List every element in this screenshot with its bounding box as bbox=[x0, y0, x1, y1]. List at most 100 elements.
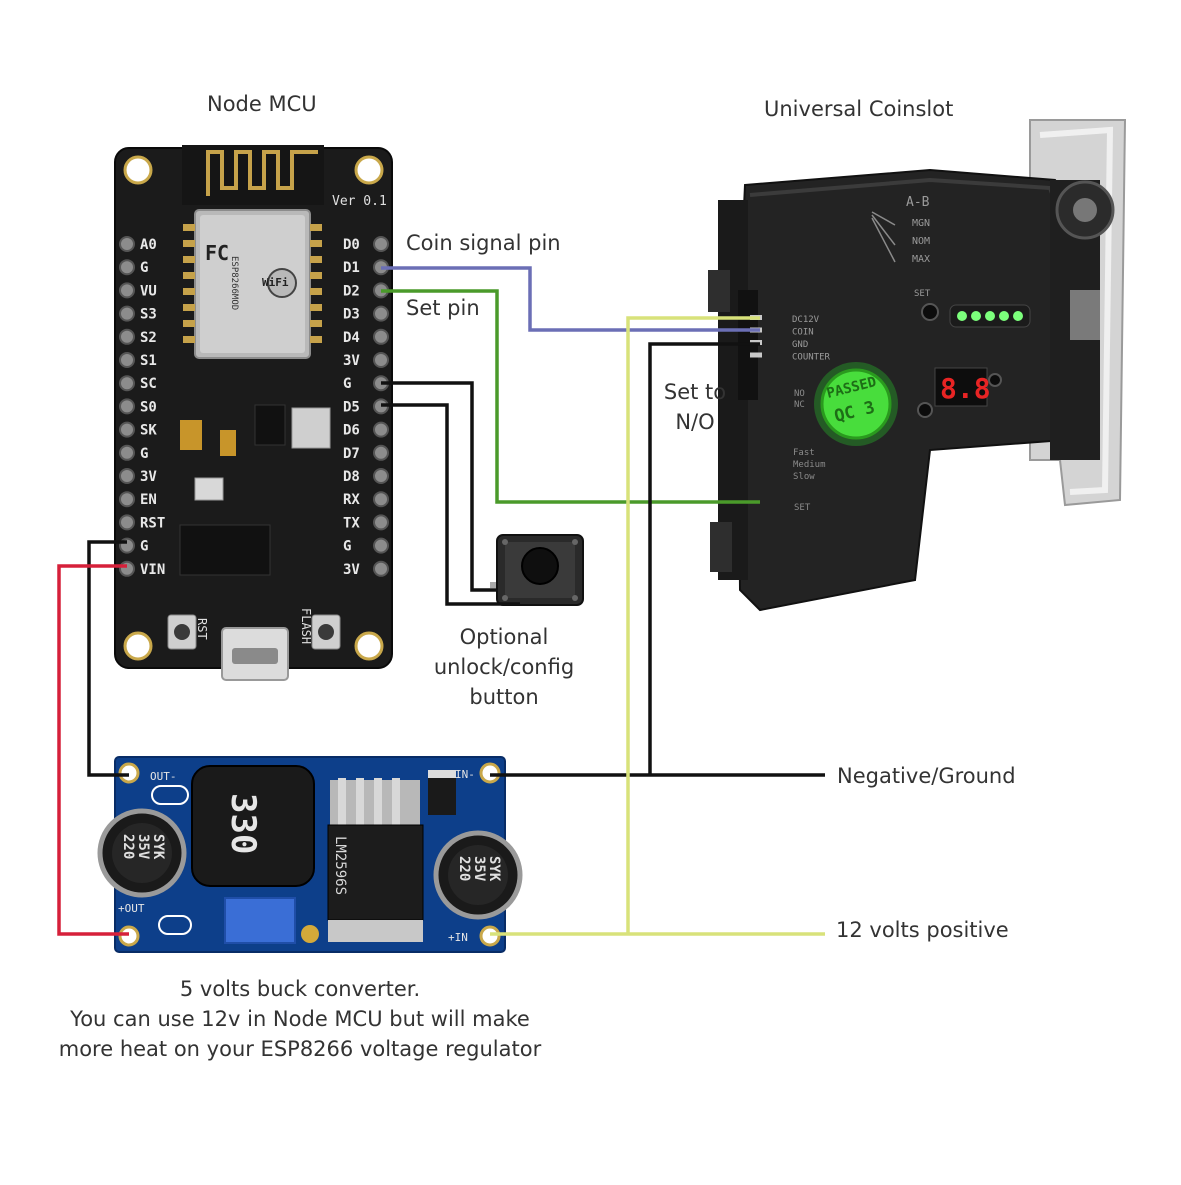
left-pin-label: A0 bbox=[140, 237, 157, 253]
left-pin-label: G bbox=[140, 446, 148, 462]
set-no-line1: Set to bbox=[663, 380, 727, 404]
module-pad bbox=[183, 320, 195, 327]
right-pin-hole bbox=[373, 537, 389, 554]
module-pad bbox=[183, 288, 195, 295]
right-pin-label: D3 bbox=[343, 307, 360, 323]
left-pin-hole bbox=[119, 259, 135, 276]
nodemcu-title: Node MCU bbox=[207, 92, 317, 116]
left-pin-label: S3 bbox=[140, 307, 157, 323]
module-pad bbox=[183, 256, 195, 263]
right-pin-hole bbox=[373, 560, 389, 577]
coinslot-12v-wire bbox=[626, 316, 760, 934]
coin-signal-wire bbox=[381, 266, 760, 332]
capacitor-marking: 35V bbox=[471, 856, 487, 882]
left-pin-hole bbox=[119, 352, 135, 368]
inductor-value: 330 bbox=[223, 793, 263, 854]
module-pad bbox=[310, 288, 322, 295]
left-pin-label: S1 bbox=[140, 353, 157, 369]
left-pin-hole bbox=[119, 282, 135, 299]
right-pin-label: G bbox=[343, 376, 351, 392]
left-pin-hole bbox=[119, 514, 135, 531]
right-pin-label: 3V bbox=[343, 353, 360, 369]
regulator-ic: LM2596S bbox=[332, 836, 348, 895]
module-pad bbox=[310, 256, 322, 263]
coinslot-gnd-wire bbox=[648, 342, 760, 775]
left-pin-label: G bbox=[140, 539, 148, 555]
capacitor-marking: SYK bbox=[150, 834, 166, 860]
right-pin-hole bbox=[373, 305, 389, 322]
left-pin-hole bbox=[119, 375, 135, 392]
left-pin-label: RST bbox=[140, 515, 165, 531]
pad-out-minus-label: OUT- bbox=[150, 770, 177, 783]
right-pin-label: G bbox=[343, 539, 351, 555]
pad-in-minus-label: IN- bbox=[455, 768, 475, 781]
set-no-line2: N/O bbox=[675, 410, 715, 434]
capacitor-marking: SYK bbox=[486, 856, 502, 882]
left-pin-hole bbox=[119, 305, 135, 322]
coinslot-header-pin bbox=[750, 352, 762, 358]
set-connector-label: SET bbox=[794, 503, 811, 513]
capacitor-marking: 220 bbox=[456, 856, 472, 881]
pad-out-plus-label: +OUT bbox=[118, 902, 145, 915]
left-pin-label: G bbox=[140, 260, 148, 276]
gnd-to-button-wire bbox=[381, 381, 498, 592]
right-pin-label: D2 bbox=[343, 283, 360, 299]
right-pin-hole bbox=[373, 421, 389, 438]
pad-in-plus-label: +IN bbox=[448, 931, 468, 944]
right-pin-hole bbox=[373, 468, 389, 484]
left-pin-label: SC bbox=[140, 376, 157, 392]
coinslot-title: Universal Coinslot bbox=[764, 97, 954, 121]
left-pin-label: SK bbox=[140, 423, 157, 439]
left-pin-hole bbox=[119, 328, 135, 345]
coinslot-header-pin-label: COUNTER bbox=[792, 353, 831, 363]
coin-signal-label: Coin signal pin bbox=[406, 231, 561, 255]
seven-seg-display: 8.8 bbox=[940, 372, 991, 405]
left-pin-label: EN bbox=[140, 492, 157, 508]
left-pin-label: VIN bbox=[140, 562, 165, 578]
module-pad bbox=[310, 240, 322, 247]
coinslot-nonc-label: NC bbox=[794, 400, 805, 410]
right-pin-hole bbox=[373, 328, 389, 345]
coinslot-header-pin-label: DC12V bbox=[792, 315, 820, 325]
module-pad bbox=[310, 272, 322, 279]
coinslot-speed-label: Medium bbox=[793, 460, 826, 470]
left-pin-label: S2 bbox=[140, 330, 157, 346]
right-pin-label: TX bbox=[343, 515, 360, 531]
module-pad bbox=[310, 304, 322, 311]
ground-label: Negative/Ground bbox=[837, 764, 1016, 788]
right-pin-hole bbox=[373, 491, 389, 508]
module-model: ESP8266MOD bbox=[229, 256, 239, 310]
module-pad bbox=[310, 224, 322, 231]
right-pin-label: D6 bbox=[343, 423, 360, 439]
set-no-label: Set to N/O bbox=[655, 377, 735, 437]
tactile-button bbox=[490, 534, 584, 606]
left-pin-label: S0 bbox=[140, 399, 157, 415]
left-pin-hole bbox=[119, 560, 135, 577]
mode-label: A-B bbox=[906, 195, 930, 210]
module-pad bbox=[183, 304, 195, 311]
right-pin-label: D4 bbox=[343, 330, 360, 346]
buck-caption: 5 volts buck converter. You can use 12v … bbox=[40, 974, 560, 1064]
d5-to-button-wire bbox=[381, 403, 520, 606]
module-pad bbox=[183, 240, 195, 247]
buck-caption-line2: You can use 12v in Node MCU but will mak… bbox=[70, 1007, 530, 1031]
coinslot-nonc-label: NO bbox=[794, 389, 805, 399]
right-pin-label: RX bbox=[343, 492, 360, 508]
positive-label: 12 volts positive bbox=[836, 918, 1009, 942]
nodemcu-board: Ver 0.1 FC WiFi ESP8266MOD A0GVUS3S2S1SC… bbox=[114, 145, 393, 681]
left-pin-hole bbox=[119, 398, 135, 415]
coinslot-mode-label: MGN bbox=[912, 218, 930, 229]
capacitor-marking: 35V bbox=[135, 834, 151, 860]
button-caption-line3: button bbox=[469, 685, 539, 709]
left-pin-hole bbox=[119, 421, 135, 438]
left-pin-hole bbox=[119, 236, 135, 252]
module-pad bbox=[183, 336, 195, 343]
left-pin-label: VU bbox=[140, 283, 157, 299]
left-pin-hole bbox=[119, 444, 135, 461]
capacitor-marking: 220 bbox=[120, 834, 136, 859]
flash-button-label: FLASH bbox=[299, 608, 313, 644]
